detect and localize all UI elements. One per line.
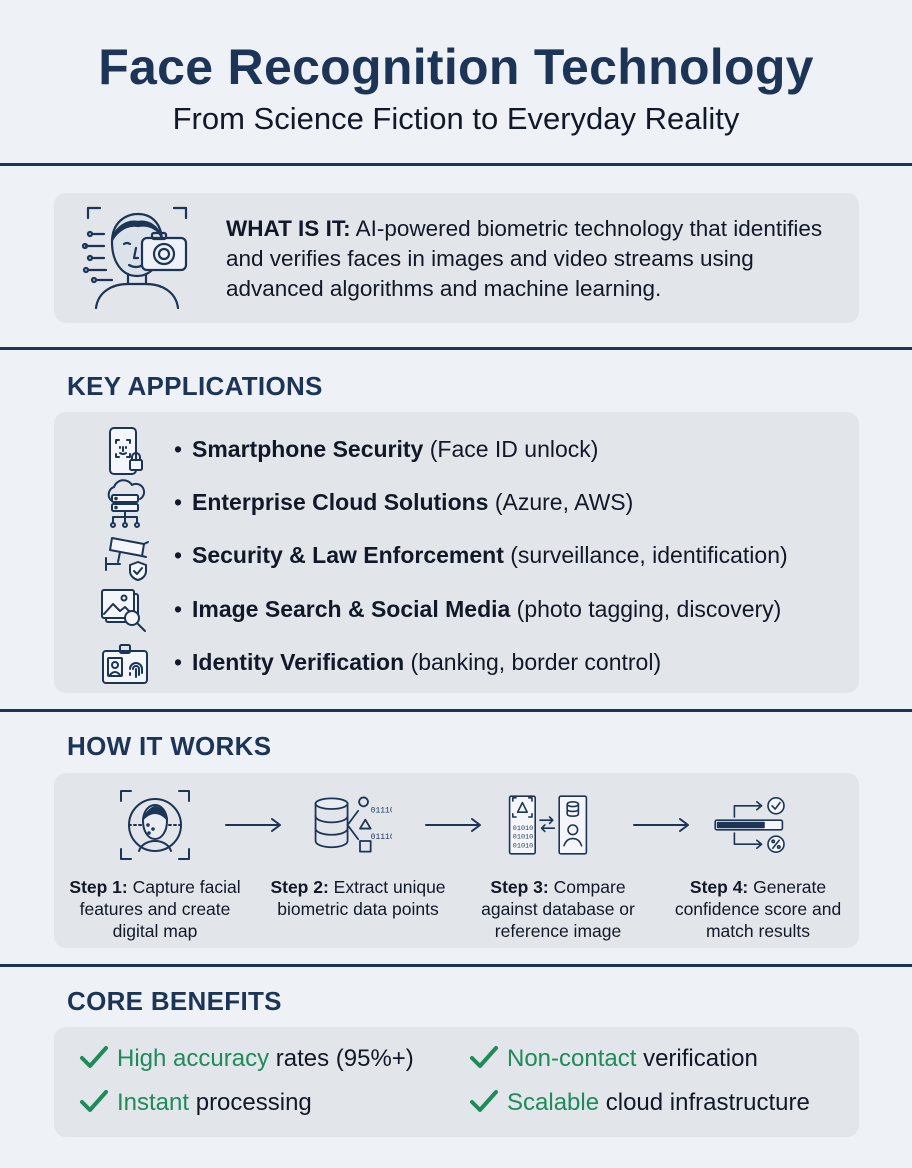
section-title-key-applications: KEY APPLICATIONS (67, 371, 323, 401)
step-description: Step 2: Extract unique biometric data po… (270, 877, 446, 919)
benefit-item: Scalable cloud infrastructure (469, 1089, 810, 1117)
applications-card (54, 412, 859, 693)
application-detail: (Face ID unlock) (423, 436, 599, 462)
application-detail: (photo tagging, discovery) (510, 596, 782, 622)
cloud-server-icon (107, 479, 146, 528)
application-item: •Enterprise Cloud Solutions (Azure, AWS) (100, 479, 840, 529)
divider (0, 163, 912, 166)
face-scan-camera-icon (82, 206, 188, 310)
step-description: Step 1: Capture facial features and crea… (69, 877, 241, 941)
how-it-works-card (54, 773, 859, 948)
svg-text:01010: 01010 (513, 834, 533, 842)
benefit-highlight: Scalable (507, 1089, 600, 1116)
application-item: •Security & Law Enforcement (surveillanc… (100, 532, 840, 582)
what-is-it-card (54, 193, 859, 323)
benefit-highlight: Non-contact (507, 1045, 637, 1072)
score-results-icon (714, 797, 785, 853)
divider (0, 347, 912, 350)
step-description: Step 4: Generate confidence score and ma… (674, 877, 842, 941)
application-item: •Identity Verification (banking, border … (100, 639, 840, 689)
application-item: •Smartphone Security (Face ID unlock) (100, 426, 840, 476)
compare-database-icon: 01010 01010 01010 (508, 795, 588, 855)
benefits-card (54, 1027, 859, 1137)
divider (0, 964, 912, 967)
application-title: Identity Verification (192, 649, 405, 675)
benefit-item: Instant processing (79, 1089, 312, 1117)
check-icon (470, 1046, 498, 1068)
section-title-core-benefits: CORE BENEFITS (67, 986, 282, 1016)
section-title-how-it-works: HOW IT WORKS (67, 731, 272, 761)
benefit-item: Non-contact verification (469, 1045, 758, 1073)
divider (0, 709, 912, 712)
page-title: Face Recognition Technology (98, 39, 814, 95)
arrow-right-icon (633, 818, 689, 832)
benefit-highlight: High accuracy (117, 1045, 270, 1072)
image-search-icon (101, 589, 146, 632)
step-description: Step 3: Compare against database or refe… (481, 877, 635, 941)
what-is-it-description: AI-powered biometric technology that ide… (226, 216, 823, 301)
application-title: Enterprise Cloud Solutions (192, 489, 489, 515)
svg-text:01010: 01010 (513, 842, 533, 850)
cctv-camera-shield-icon (105, 537, 149, 581)
application-title: Security & Law Enforcement (192, 542, 504, 568)
application-title: Image Search & Social Media (192, 596, 511, 622)
application-detail: (Azure, AWS) (488, 489, 634, 515)
application-detail: (banking, border control) (404, 649, 662, 675)
step-number: Step 4: (689, 877, 749, 897)
check-icon (470, 1090, 498, 1112)
step-number: Step 3: (490, 877, 549, 897)
arrow-right-icon (425, 818, 481, 832)
check-icon (80, 1046, 108, 1068)
face-capture-icon (120, 790, 190, 860)
id-card-fingerprint-icon (102, 644, 148, 684)
application-title: Smartphone Security (192, 436, 424, 462)
what-is-it-text: WHAT IS IT: AI-powered biometric technol… (226, 214, 846, 304)
step-number: Step 2: (270, 877, 329, 897)
benefit-highlight: Instant (117, 1089, 190, 1116)
application-item: •Image Search & Social Media (photo tagg… (100, 586, 840, 636)
benefit-item: High accuracy rates (95%+) (79, 1045, 414, 1073)
step-number: Step 1: (69, 877, 128, 897)
application-detail: (surveillance, identification) (503, 542, 788, 568)
svg-text:01010: 01010 (513, 825, 533, 833)
smartphone-lock-icon (109, 427, 143, 475)
page-subtitle: From Science Fiction to Everyday Reality (172, 101, 740, 136)
arrow-right-icon (225, 818, 281, 832)
what-is-it-label: WHAT IS IT: (226, 216, 351, 241)
check-icon (80, 1090, 108, 1112)
